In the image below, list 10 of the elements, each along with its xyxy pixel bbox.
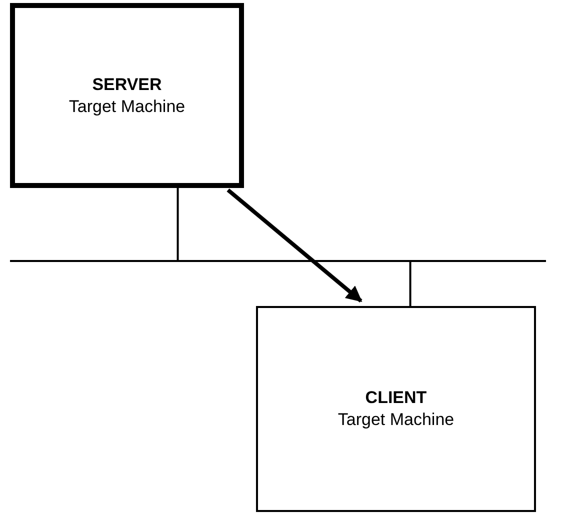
box-heading: SERVER bbox=[92, 74, 162, 96]
connector-line bbox=[176, 188, 179, 260]
box-subtitle: Target Machine bbox=[68, 96, 186, 118]
machine-box bbox=[10, 3, 244, 188]
machine-box bbox=[256, 306, 536, 512]
box-subtitle: Target Machine bbox=[338, 409, 454, 431]
box-heading: CLIENT bbox=[365, 387, 427, 409]
arrow bbox=[226, 188, 362, 303]
connector-line bbox=[409, 262, 412, 306]
bus-line bbox=[10, 260, 546, 262]
